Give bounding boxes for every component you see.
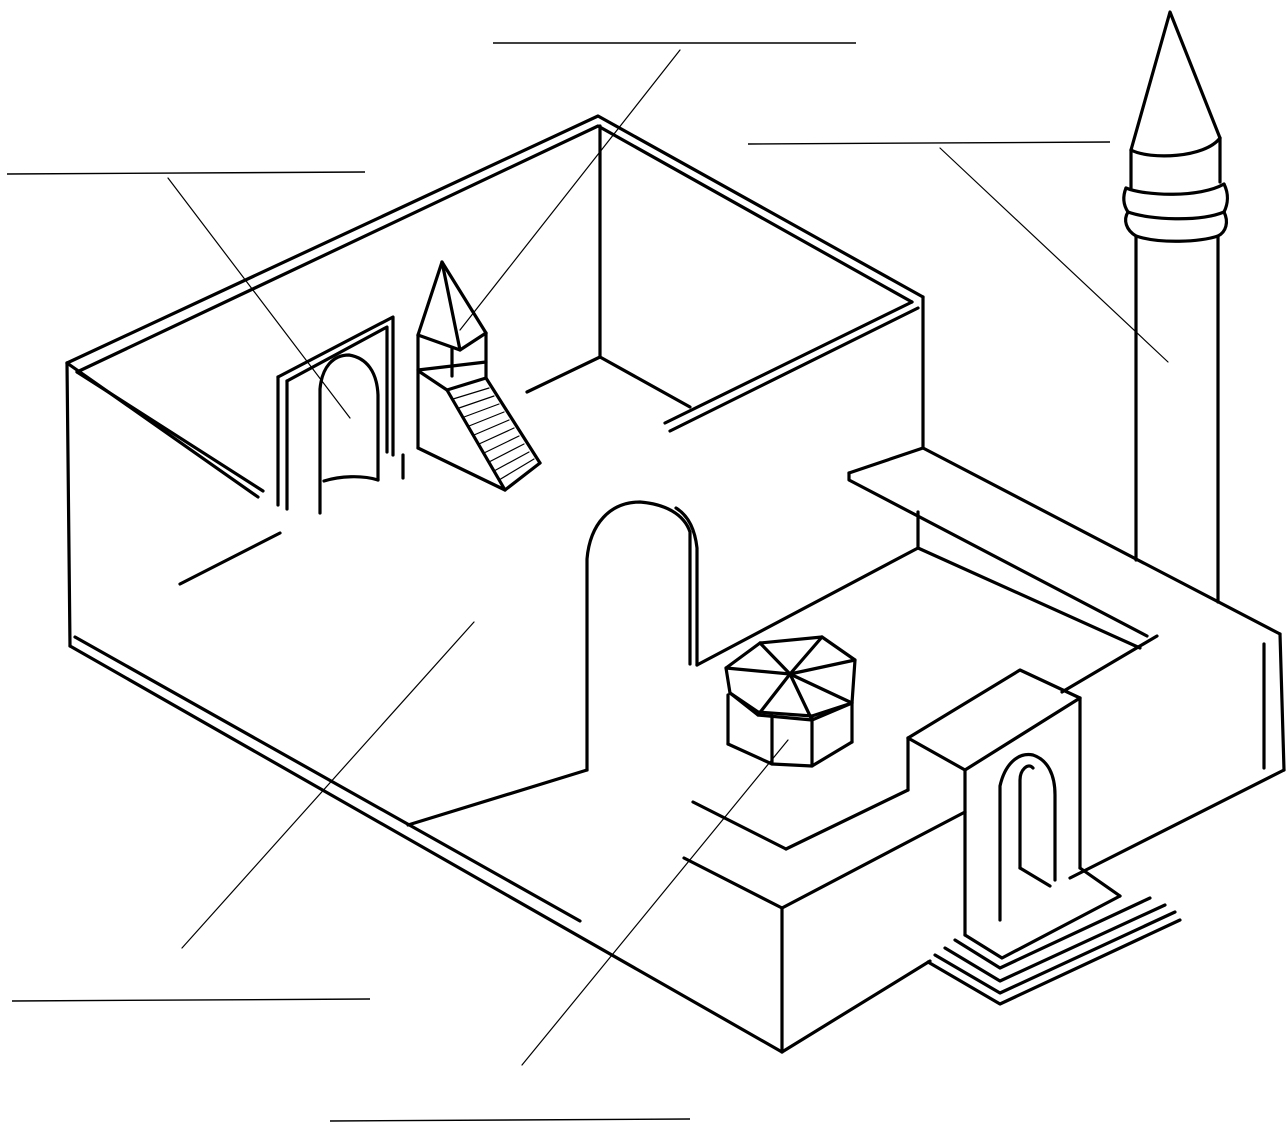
- leader-line-prayer-hall: [181, 621, 475, 949]
- leader-line-minaret: [939, 147, 1169, 363]
- prayer-hall: [65, 114, 925, 1054]
- leader-line-minbar: [459, 49, 681, 331]
- minaret: [1122, 10, 1229, 604]
- minbar-steps: [452, 387, 535, 481]
- label-blank-upper-left: [6, 171, 366, 175]
- hall-front-wall: [406, 500, 920, 827]
- leader-line-fountain: [521, 739, 789, 1066]
- label-blank-upper-right: [747, 141, 1111, 145]
- gateway: [906, 668, 1182, 1006]
- leader-lines: [167, 49, 1169, 1066]
- label-blank-lower-left: [11, 998, 371, 1002]
- gateway-steps: [926, 866, 1182, 1006]
- courtyard: [682, 446, 1286, 1054]
- label-blank-bottom: [329, 1118, 691, 1122]
- minbar: [416, 260, 542, 492]
- ablution-fountain: [724, 635, 857, 768]
- mihrab: [276, 315, 405, 515]
- label-blanks: [6, 42, 1111, 1122]
- leader-line-mihrab: [167, 177, 351, 419]
